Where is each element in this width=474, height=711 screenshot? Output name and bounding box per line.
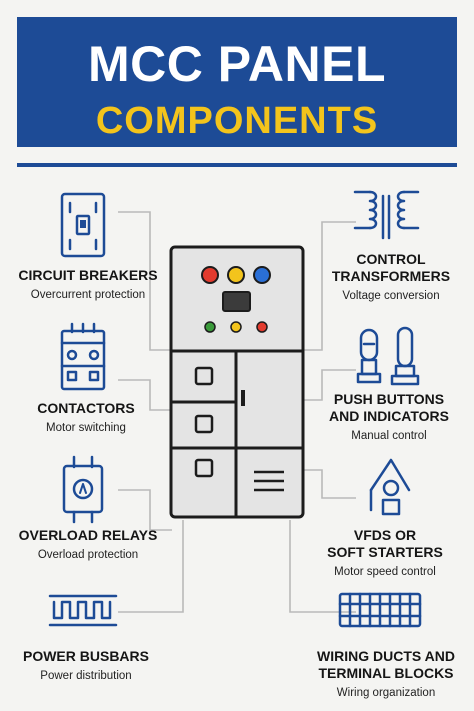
overload-relays-desc: Overload protection — [37, 549, 139, 561]
push-buttons-name-1: PUSH BUTTONS — [333, 391, 445, 407]
vfds-desc: Motor speed control — [334, 566, 436, 578]
connector-wiring — [289, 520, 356, 613]
connector-contactors — [118, 379, 172, 411]
transformer-icon — [353, 190, 420, 240]
label-power-busbars: POWER BUSBARS Power distribution — [6, 648, 166, 683]
power-busbars-name: POWER BUSBARS — [22, 648, 149, 664]
push-buttons-name-2: AND INDICATORS — [328, 408, 450, 424]
circuit-breakers-name: CIRCUIT BREAKERS — [18, 267, 158, 283]
power-busbars-desc: Power distribution — [40, 670, 132, 682]
bucket-1-switch — [194, 366, 214, 386]
terminal-block-icon — [338, 592, 422, 628]
lamp-yellow — [227, 266, 245, 284]
vfd-icon — [369, 458, 411, 516]
label-push-buttons: PUSH BUTTONS AND INDICATORS Manual contr… — [306, 391, 472, 443]
label-wiring: WIRING DUCTS AND TERMINAL BLOCKS Wiring … — [302, 648, 470, 700]
title-banner: MCC PANEL COMPONENTS — [17, 17, 457, 147]
push-buttons-desc: Manual control — [351, 430, 427, 442]
button-green — [204, 321, 216, 333]
lamp-blue — [253, 266, 271, 284]
control-transformers-desc: Voltage conversion — [342, 290, 440, 302]
connector-push-buttons — [302, 369, 356, 401]
contactors-desc: Motor switching — [46, 422, 126, 434]
label-overload-relays: OVERLOAD RELAYS Overload protection — [8, 527, 168, 562]
button-red — [256, 321, 268, 333]
wiring-name-1: WIRING DUCTS AND — [317, 648, 455, 664]
button-yellow — [230, 321, 242, 333]
divider — [17, 163, 457, 167]
label-control-transformers: CONTROL TRANSFORMERS Voltage conversion — [308, 251, 474, 303]
bucket-2-switch — [194, 414, 214, 434]
control-transformers-name-2: TRANSFORMERS — [331, 268, 451, 284]
title-line-2: COMPONENTS — [95, 100, 379, 142]
label-vfds: VFDS OR SOFT STARTERS Motor speed contro… — [302, 527, 468, 579]
door-handle — [241, 390, 245, 406]
push-button-icon — [356, 326, 420, 386]
label-contactors: CONTACTORS Motor switching — [6, 400, 166, 435]
wiring-name-2: TERMINAL BLOCKS — [318, 665, 454, 681]
vent-slots — [254, 470, 284, 492]
busbar-icon — [48, 594, 118, 627]
bucket-3-switch — [194, 458, 214, 478]
control-transformers-name-1: CONTROL — [356, 251, 426, 267]
overload-relays-name: OVERLOAD RELAYS — [18, 527, 158, 543]
contactors-name: CONTACTORS — [37, 400, 135, 416]
panel-display — [222, 291, 251, 312]
circuit-breakers-desc: Overcurrent protection — [30, 289, 146, 301]
connector-transformers — [302, 221, 356, 351]
vfds-name-1: VFDS OR — [353, 527, 417, 543]
label-circuit-breakers: CIRCUIT BREAKERS Overcurrent protection — [8, 267, 168, 302]
connector-lines — [118, 211, 356, 613]
connector-overload-relays — [118, 489, 172, 531]
lamp-red — [201, 266, 219, 284]
title-line-1: MCC PANEL — [87, 36, 386, 92]
mcc-panel — [169, 245, 305, 519]
connector-busbars — [118, 520, 184, 613]
wiring-desc: Wiring organization — [336, 687, 436, 699]
circuit-breaker-icon — [60, 192, 106, 258]
overload-relay-icon — [62, 455, 104, 524]
vfds-name-2: SOFT STARTERS — [327, 544, 443, 560]
contactor-icon — [60, 322, 106, 391]
connector-circuit-breakers — [118, 211, 172, 351]
connector-vfds — [302, 469, 356, 499]
